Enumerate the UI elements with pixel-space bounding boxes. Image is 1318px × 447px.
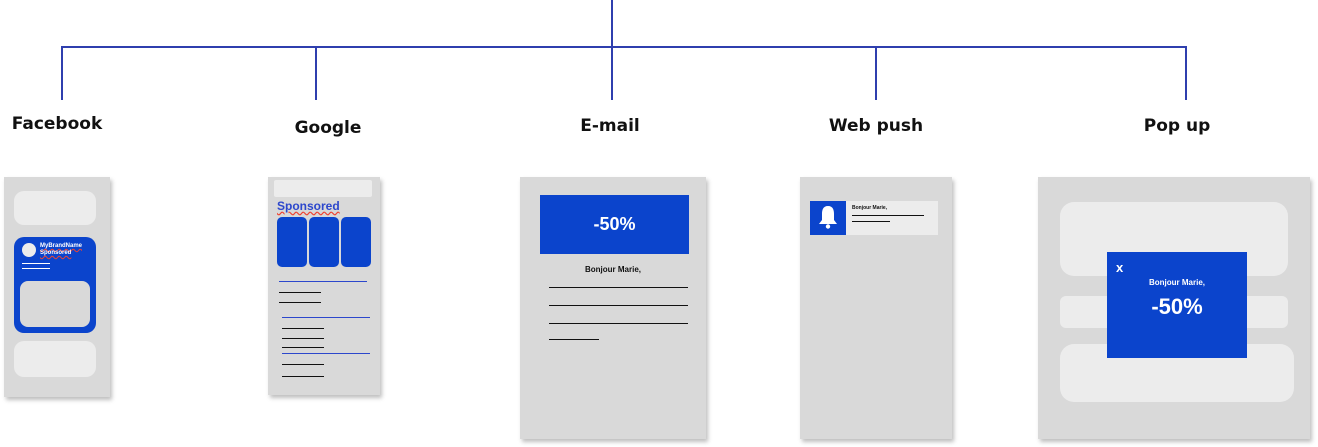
label-facebook: Facebook — [11, 114, 103, 134]
push-text-line-1 — [852, 215, 924, 216]
popup-greeting: Bonjour Marie, — [1148, 278, 1205, 287]
tree-trunk — [611, 0, 613, 48]
push-text-line-2 — [852, 221, 890, 222]
facebook-top-block — [14, 191, 96, 225]
avatar — [22, 243, 36, 257]
result-text-1b — [279, 302, 321, 303]
push-notification: Bonjour Marie, — [810, 201, 938, 235]
label-popup: Pop up — [1143, 116, 1211, 136]
result-text-2a — [282, 328, 324, 329]
result-text-2b — [282, 338, 324, 339]
result-link-1 — [279, 281, 367, 282]
email-text-line-2 — [549, 305, 688, 306]
tree-branch-google — [315, 46, 317, 100]
popup-discount: -50% — [1151, 294, 1203, 319]
google-ad-tile-3 — [341, 217, 371, 267]
result-text-1a — [279, 292, 321, 293]
facebook-bottom-block — [14, 341, 96, 377]
tree-branch-email — [611, 46, 613, 100]
facebook-mockup: MyBrandName Sponsored — [4, 177, 110, 397]
tree-branch-webpush — [875, 46, 877, 100]
tree-branch-facebook — [61, 46, 63, 100]
facebook-ad-image — [20, 281, 90, 327]
result-text-2c — [282, 347, 324, 348]
email-discount: -50% — [593, 214, 636, 234]
popup-dialog: x Bonjour Marie, -50% — [1107, 252, 1247, 358]
label-google: Google — [294, 118, 362, 138]
brand-name: MyBrandName — [40, 243, 83, 249]
result-text-3b — [282, 376, 324, 377]
result-link-2 — [282, 317, 370, 318]
google-search-bar — [274, 180, 372, 197]
email-text-line-4 — [549, 339, 599, 340]
google-ad-tile-1 — [277, 217, 307, 267]
email-text-line-3 — [549, 323, 688, 324]
push-icon-box — [810, 201, 846, 235]
result-text-3a — [282, 364, 324, 365]
google-sponsored-label: Sponsored — [277, 199, 340, 213]
email-text-line-1 — [549, 287, 688, 288]
bell-icon — [818, 205, 838, 229]
popup-mockup: x Bonjour Marie, -50% — [1038, 177, 1310, 439]
label-webpush: Web push — [828, 116, 924, 136]
close-icon[interactable]: x — [1116, 260, 1124, 275]
facebook-ad-text-line-1 — [22, 263, 50, 264]
google-ad-tile-2 — [309, 217, 339, 267]
tree-branch-popup — [1185, 46, 1187, 100]
email-banner: -50% — [540, 195, 689, 254]
email-mockup: -50% Bonjour Marie, — [520, 177, 706, 439]
facebook-ad-card: MyBrandName Sponsored — [14, 237, 96, 333]
facebook-ad-text-line-2 — [22, 268, 50, 269]
tree-horizontal — [61, 46, 1187, 48]
sponsored-label: Sponsored — [40, 250, 72, 256]
result-link-3 — [282, 353, 370, 354]
google-mockup: Sponsored — [268, 177, 380, 395]
webpush-mockup: Bonjour Marie, — [800, 177, 952, 439]
label-email: E-mail — [580, 116, 640, 136]
email-greeting: Bonjour Marie, — [584, 265, 641, 274]
push-greeting: Bonjour Marie, — [852, 205, 888, 211]
